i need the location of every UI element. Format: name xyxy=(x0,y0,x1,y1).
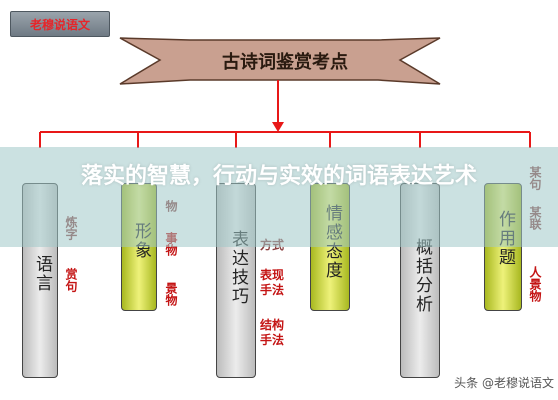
note-shangju: 赏句 xyxy=(64,268,78,292)
note-jingwu: 景物 xyxy=(164,282,178,306)
headline-text: 落实的智慧，行动与实效的词语表达艺术 xyxy=(80,164,477,189)
logo-badge: 老穆说语文 xyxy=(10,11,110,37)
note-biaoxian: 表现手法 xyxy=(260,268,285,297)
logo-text: 老穆说语文 xyxy=(29,17,90,32)
note-renjingwu: 人景物 xyxy=(528,266,542,302)
headline-banner xyxy=(0,147,558,247)
branch-label-language: 语言 xyxy=(32,255,52,293)
arrow-head xyxy=(272,122,284,132)
diagram-title: 古诗词鉴赏考点 xyxy=(222,52,348,73)
note-jiegou: 结构手法 xyxy=(260,318,285,347)
branch-connectors xyxy=(39,132,531,148)
watermark: 头条 @老穆说语文 xyxy=(454,376,554,390)
title-scroll xyxy=(119,37,441,85)
branch-label-summary: 概括分析 xyxy=(412,238,432,314)
branch-label-technique: 表达技巧 xyxy=(228,230,248,306)
